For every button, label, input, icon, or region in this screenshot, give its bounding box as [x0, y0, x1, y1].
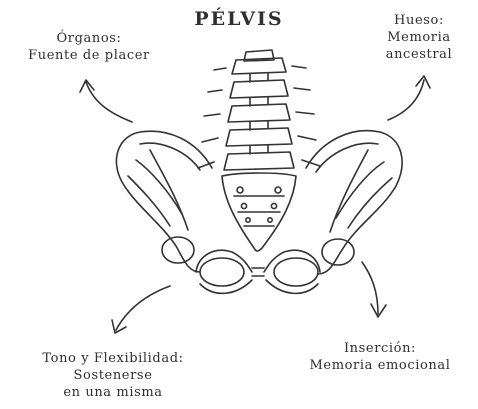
- label-hueso-line: Memoria: [360, 29, 478, 46]
- label-insercion-line: Inserción:: [285, 340, 475, 357]
- label-tono-line: Sostenerse: [8, 367, 218, 384]
- arrow-organos: [80, 80, 132, 122]
- label-tono: Tono y Flexibilidad: Sostenerse en una m…: [8, 350, 218, 401]
- pubis: [196, 250, 320, 293]
- label-hueso-line: ancestral: [360, 46, 478, 63]
- label-organos: Órganos: Fuente de placer: [4, 30, 174, 64]
- label-tono-line: en una misma: [8, 384, 218, 401]
- arrow-hueso: [388, 76, 430, 120]
- label-organos-line: Órganos:: [4, 30, 174, 47]
- label-tono-line: Tono y Flexibilidad:: [8, 350, 218, 367]
- sacrum: [222, 173, 296, 251]
- label-insercion-line: Memoria emocional: [285, 357, 475, 374]
- lumbar-spine: [198, 50, 320, 170]
- arrow-tono: [112, 286, 170, 333]
- label-insercion: Inserción: Memoria emocional: [285, 340, 475, 374]
- label-hueso: Hueso: Memoria ancestral: [360, 12, 478, 63]
- left-ilium: [116, 131, 212, 272]
- label-hueso-line: Hueso:: [360, 12, 478, 29]
- arrow-insercion: [362, 262, 386, 317]
- label-organos-line: Fuente de placer: [4, 47, 174, 64]
